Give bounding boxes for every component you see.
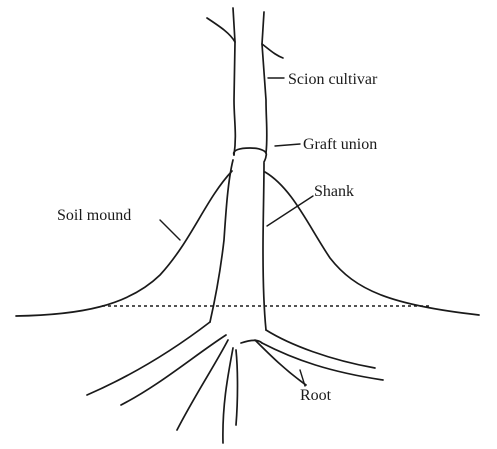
shank — [210, 160, 266, 330]
label-soil-mound: Soil mound — [57, 207, 131, 224]
graft-union — [234, 148, 267, 162]
scion-stem — [207, 8, 283, 155]
soil-mound — [16, 171, 479, 316]
label-graft-union: Graft union — [303, 136, 377, 153]
label-pointers — [160, 78, 313, 386]
roots — [87, 322, 383, 443]
label-scion-cultivar: Scion cultivar — [288, 71, 378, 88]
label-root: Root — [300, 387, 332, 404]
label-shank: Shank — [314, 183, 354, 200]
